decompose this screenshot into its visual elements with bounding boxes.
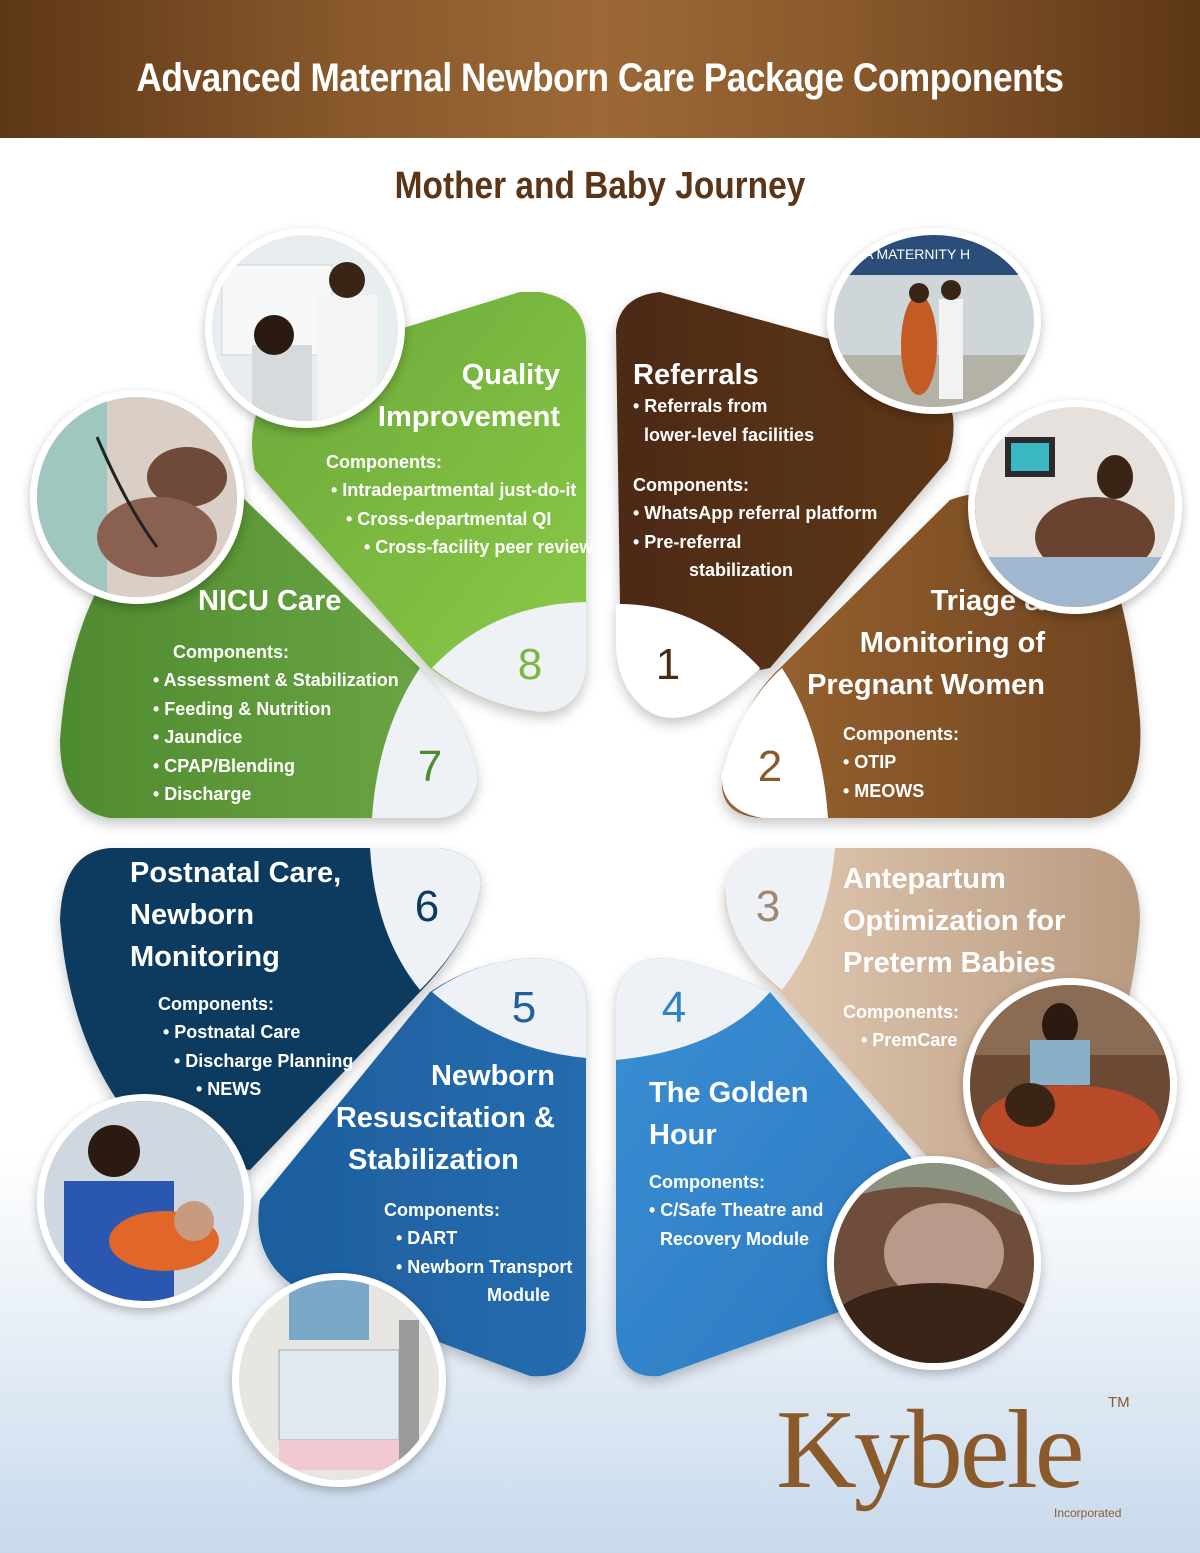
segment-7-title-wrap: NICU Care	[198, 580, 398, 622]
photo-antepartum	[963, 978, 1177, 1192]
segment-7-item: • Jaundice	[153, 727, 243, 747]
segment-4-title-line: Hour	[649, 1119, 717, 1151]
segment-2-title-line: Monitoring of	[859, 627, 1045, 659]
photo-postnatal	[37, 1094, 251, 1308]
segment-6-number: 6	[414, 882, 440, 931]
segment-5-components: Components: • DART • Newborn Transport M…	[384, 1196, 573, 1310]
photo-nicu-care	[30, 390, 244, 604]
segment-6-components-label: Components:	[158, 994, 274, 1014]
segment-3-title-line: Preterm Babies	[843, 947, 1056, 979]
segment-8-number: 8	[517, 640, 543, 689]
segment-3-title-line: Antepartum	[843, 863, 1006, 895]
segment-1-components-label: Components:	[633, 475, 749, 495]
logo-wordmark: Kybele	[776, 1388, 1084, 1512]
segment-2-text: Triage & Monitoring of Pregnant Women	[780, 580, 1045, 706]
segment-1-intro-line: • Referrals from	[633, 396, 768, 416]
segment-2-title-line: Pregnant Women	[807, 669, 1045, 701]
segment-5-title-line: Newborn	[430, 1060, 555, 1092]
segment-5-item: Module	[487, 1285, 550, 1305]
segment-8-components-label: Components:	[326, 452, 442, 472]
segment-5-item: • DART	[396, 1228, 458, 1248]
segment-8-item: • Cross-departmental QI	[346, 508, 552, 529]
page-subtitle: Mother and Baby Journey	[394, 165, 806, 207]
segment-2-item: • MEOWS	[843, 780, 925, 801]
segment-5-item: • Newborn Transport	[396, 1256, 573, 1277]
logo-trademark: TM	[1108, 1394, 1130, 1411]
segment-8-item: • Cross-facility peer review	[364, 537, 594, 557]
segment-4-title-line: The Golden	[649, 1077, 809, 1109]
page-title: Advanced Maternal Newborn Care Package C…	[136, 56, 1064, 100]
segment-4-item: • C/Safe Theatre and	[649, 1200, 824, 1220]
segment-6-components: Components: • Postnatal Care • Discharge…	[158, 990, 358, 1104]
segment-4-text: The Golden Hour Components: • C/Safe The…	[649, 1072, 909, 1253]
segment-3-title-line: Optimization for	[843, 905, 1066, 937]
segment-5-number: 5	[511, 983, 537, 1032]
segment-5-title-line: Stabilization	[348, 1144, 519, 1176]
segment-3-number: 3	[755, 882, 781, 931]
segment-7-item: • Feeding & Nutrition	[153, 698, 332, 719]
segment-5-components-label: Components:	[384, 1200, 500, 1220]
segment-1-item: stabilization	[689, 560, 794, 580]
segment-6-item: • Discharge Planning	[174, 1050, 354, 1071]
segment-1-title: Referrals	[633, 359, 759, 391]
segment-8-components: Components: • Intradepartmental just-do-…	[326, 448, 594, 562]
segment-8-item: • Intradepartmental just-do-it	[331, 480, 577, 500]
segment-6-shape	[60, 848, 481, 1170]
kybele-logo: Kybele TM Incorporated	[776, 1390, 1136, 1530]
photo-sign-text: A MATERNITY H	[864, 246, 970, 262]
segment-8-title-line: Improvement	[377, 401, 560, 433]
segment-4-components-label: Components:	[649, 1172, 765, 1192]
photo-triage	[968, 400, 1182, 614]
segment-1-item: • Pre-referral	[633, 531, 742, 552]
photo-resuscitation	[232, 1273, 446, 1487]
segment-5-title-line: Resuscitation &	[335, 1102, 555, 1134]
segment-3-item: • PremCare	[861, 1030, 958, 1050]
segment-7-components: Components: • Assessment & Stabilization…	[153, 638, 399, 809]
segment-4-item: Recovery Module	[660, 1228, 810, 1249]
segment-3-text: Antepartum Optimization for Preterm Babi…	[843, 858, 1103, 1055]
photo-quality-improvement	[205, 228, 405, 428]
photo-referrals: A MATERNITY H	[827, 228, 1041, 414]
segment-6-title-line: Monitoring	[130, 941, 280, 973]
segment-7-item: • CPAP/Blending	[153, 755, 295, 776]
segment-6-item: • Postnatal Care	[163, 1022, 301, 1042]
segment-7-number: 7	[417, 742, 443, 791]
segment-6-text: Postnatal Care, Newborn Monitoring	[130, 852, 370, 978]
segment-1-text: Referrals • Referrals from lower-level f…	[633, 354, 913, 585]
segment-7-item: • Discharge	[153, 784, 252, 804]
segment-2-components-label: Components:	[843, 724, 959, 744]
segment-6-title-line: Postnatal Care,	[130, 857, 342, 889]
segment-7-title: NICU Care	[198, 585, 342, 617]
segment-2-components: Components: • OTIP • MEOWS	[843, 720, 1043, 805]
segment-4-number: 4	[661, 983, 687, 1032]
photo-golden-hour	[827, 1156, 1041, 1370]
segment-8-title-line: Quality	[461, 359, 560, 391]
segment-6-item: • NEWS	[196, 1079, 262, 1099]
segment-5-shape	[258, 958, 586, 1377]
segment-1-number: 1	[655, 640, 681, 689]
segment-1-intro-line: lower-level facilities	[644, 424, 815, 445]
segment-6-title-line: Newborn	[130, 899, 255, 931]
segment-2-item: • OTIP	[843, 752, 897, 772]
segment-3-components-label: Components:	[843, 1002, 959, 1022]
segment-7-item: • Assessment & Stabilization	[153, 670, 399, 690]
segment-5-text: Newborn Resuscitation & Stabilization	[300, 1055, 555, 1181]
segment-1-item: • WhatsApp referral platform	[633, 503, 878, 523]
header-banner: Advanced Maternal Newborn Care Package C…	[0, 0, 1200, 138]
segment-2-number: 2	[757, 742, 783, 791]
segment-7-components-label: Components:	[173, 642, 289, 662]
segment-8-text: Quality Improvement	[330, 354, 560, 438]
logo-tagline: Incorporated	[1054, 1506, 1122, 1520]
